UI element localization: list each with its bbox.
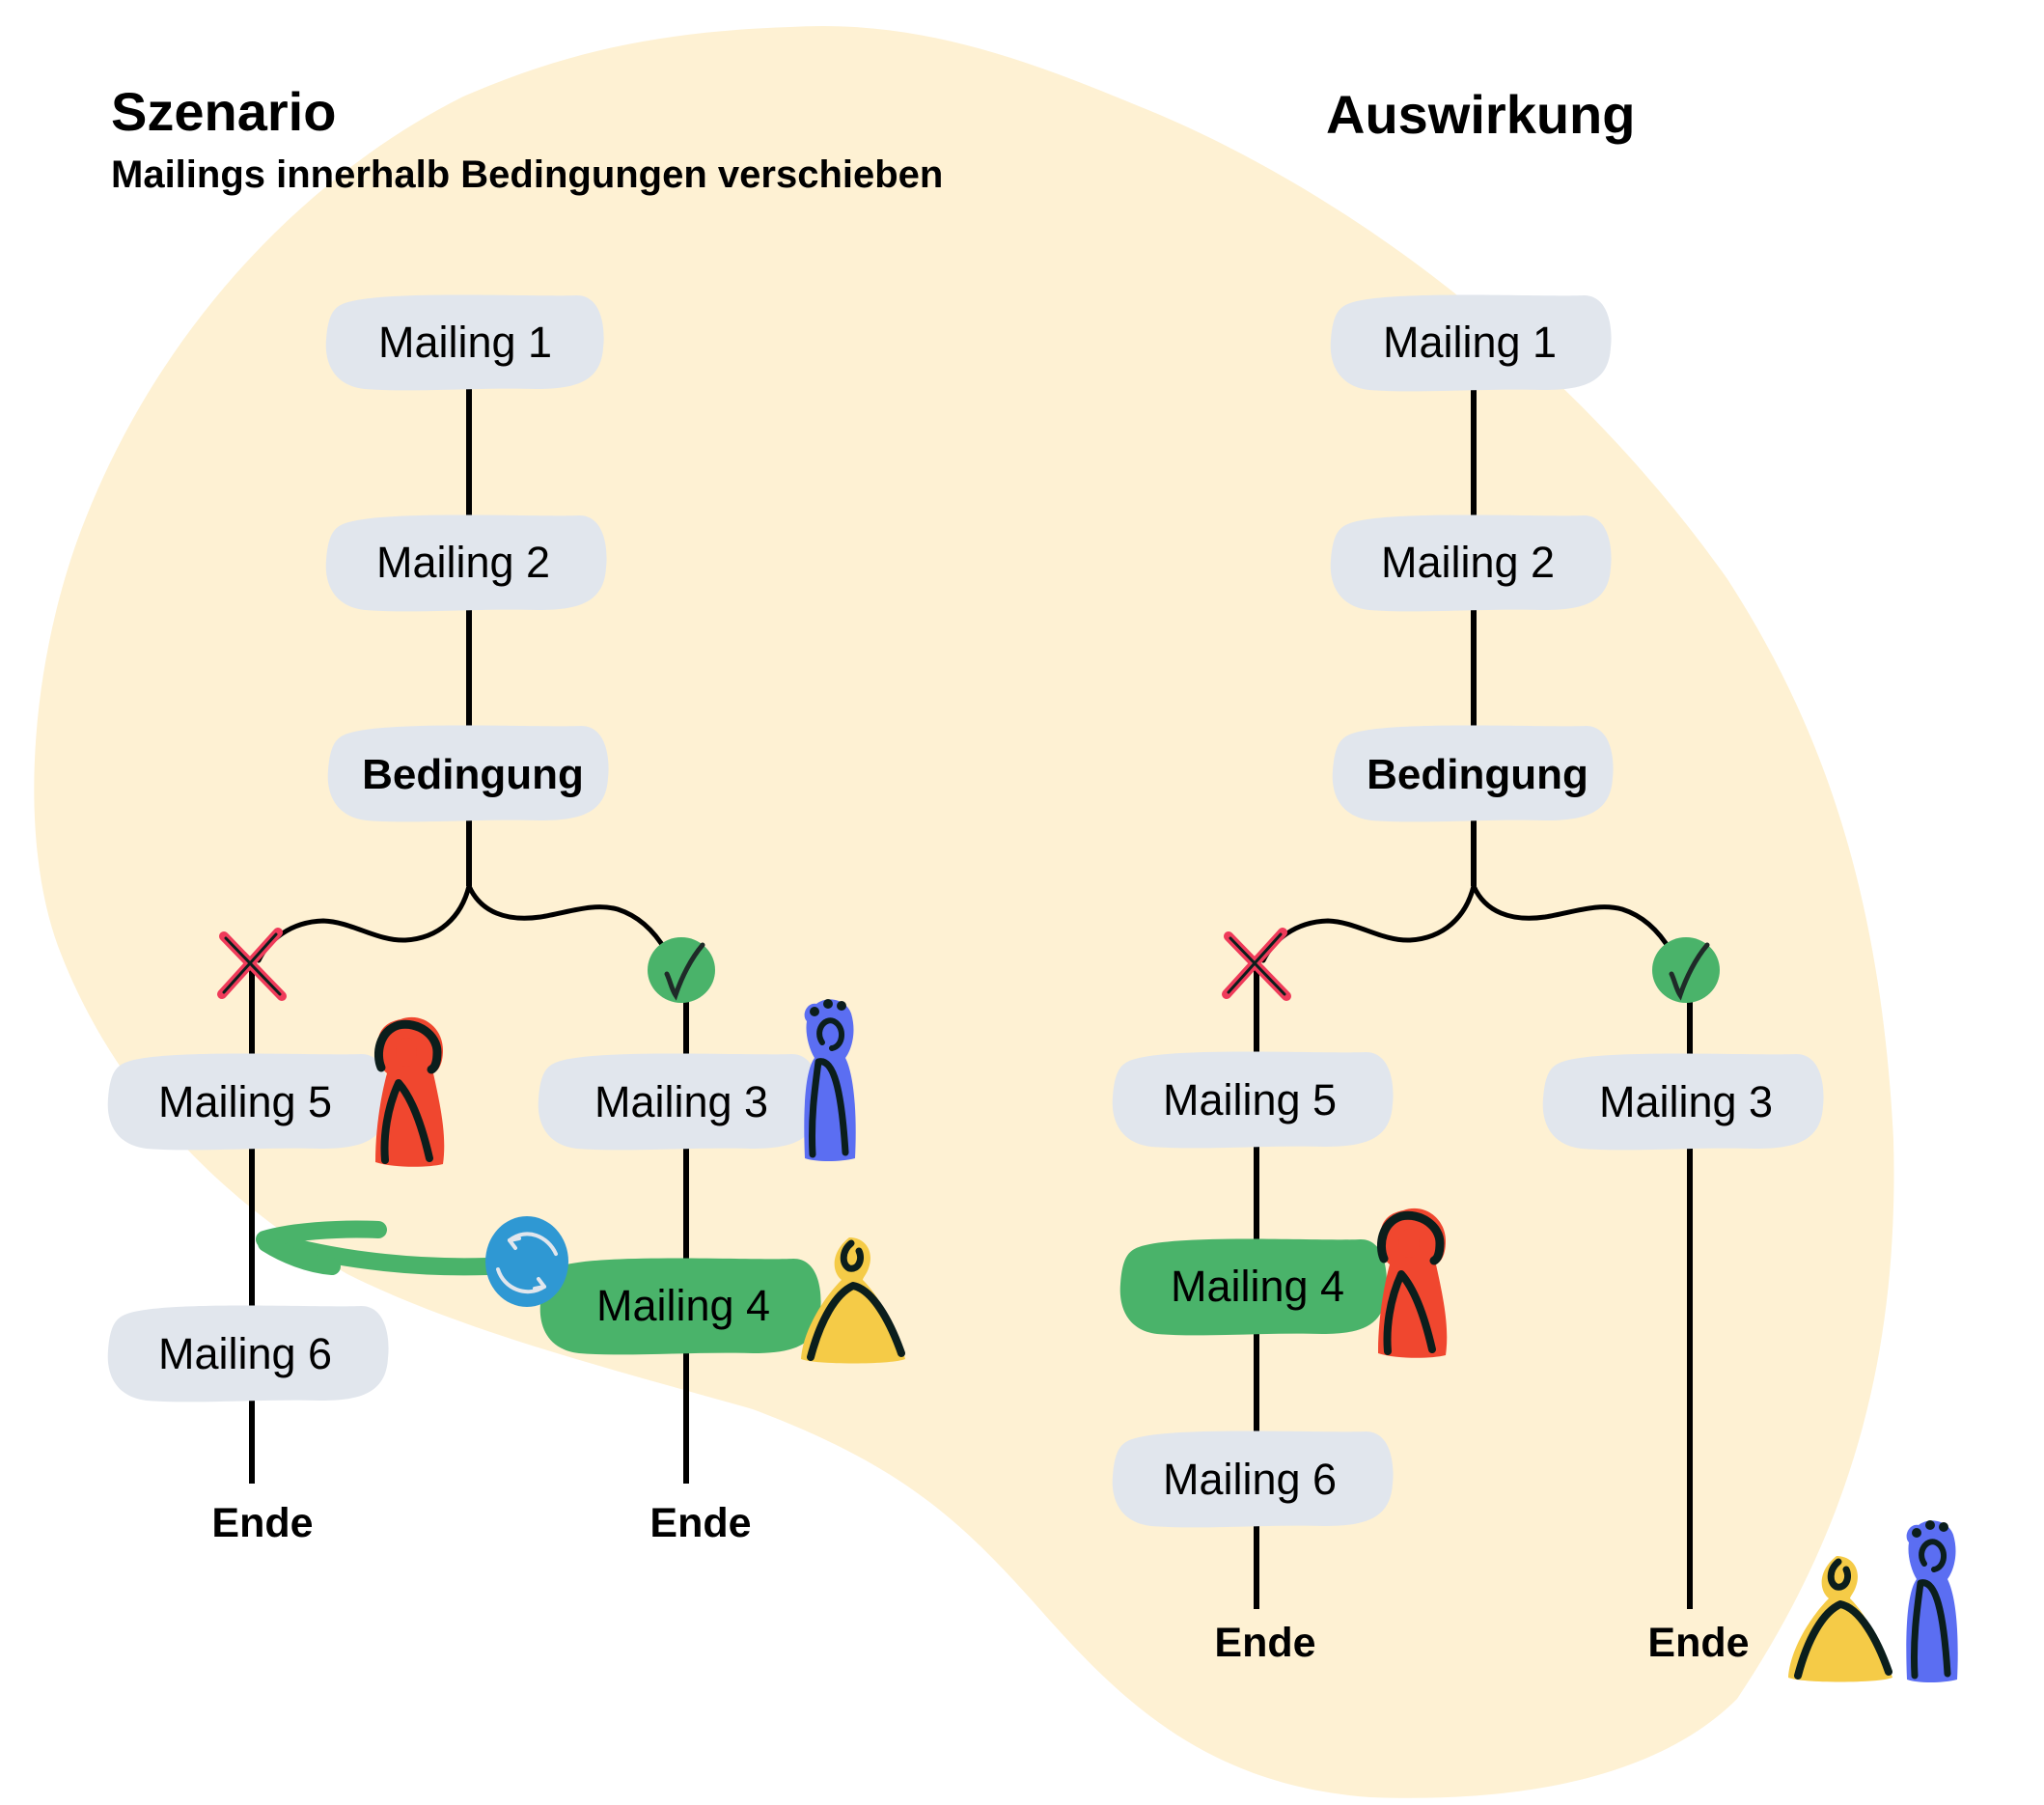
node-label: Bedingung [1367,751,1588,798]
end-label-no: Ende [211,1500,313,1546]
node-label: Mailing 2 [376,538,550,587]
impact-panel: Auswirkung Mailing 1 Mailing 2 [1112,84,1958,1682]
node-label: Mailing 1 [378,318,552,367]
check-icon [648,937,715,1003]
branch-curve [1471,883,1673,954]
node-label: Mailing 1 [1383,318,1557,367]
end-label-no: Ende [1214,1620,1315,1666]
node-label: Mailing 3 [1599,1077,1773,1126]
node-label: Mailing 3 [594,1077,768,1126]
node-label: Bedingung [362,751,584,798]
person-yellow-icon [1788,1556,1892,1682]
scenario-panel: Szenario Mailings innerhalb Bedingungen … [107,81,943,1546]
impact-title: Auswirkung [1326,84,1635,145]
scenario-subtitle: Mailings innerhalb Bedingungen verschieb… [111,153,943,196]
node-label: Mailing 5 [1163,1075,1337,1125]
end-label-yes: Ende [649,1500,751,1546]
cross-icon [217,928,287,1001]
person-red-icon [1376,1208,1448,1358]
branch-curve [466,883,669,954]
scenario-title: Szenario [111,81,336,142]
move-arrow-icon [256,1220,496,1276]
check-icon [1652,937,1720,1003]
person-blue-icon [1906,1520,1958,1682]
node-label: Mailing 4 [596,1281,770,1330]
end-label-yes: Ende [1647,1620,1749,1666]
sync-icon[interactable] [485,1216,568,1307]
node-label: Mailing 5 [158,1077,332,1126]
person-red-icon [373,1016,445,1167]
cross-icon [1222,928,1291,1001]
node-label: Mailing 2 [1381,538,1555,587]
person-blue-icon [804,999,856,1161]
person-yellow-icon [801,1237,905,1364]
node-label: Mailing 4 [1171,1262,1344,1311]
node-label: Mailing 6 [158,1329,332,1378]
node-label: Mailing 6 [1163,1455,1337,1504]
